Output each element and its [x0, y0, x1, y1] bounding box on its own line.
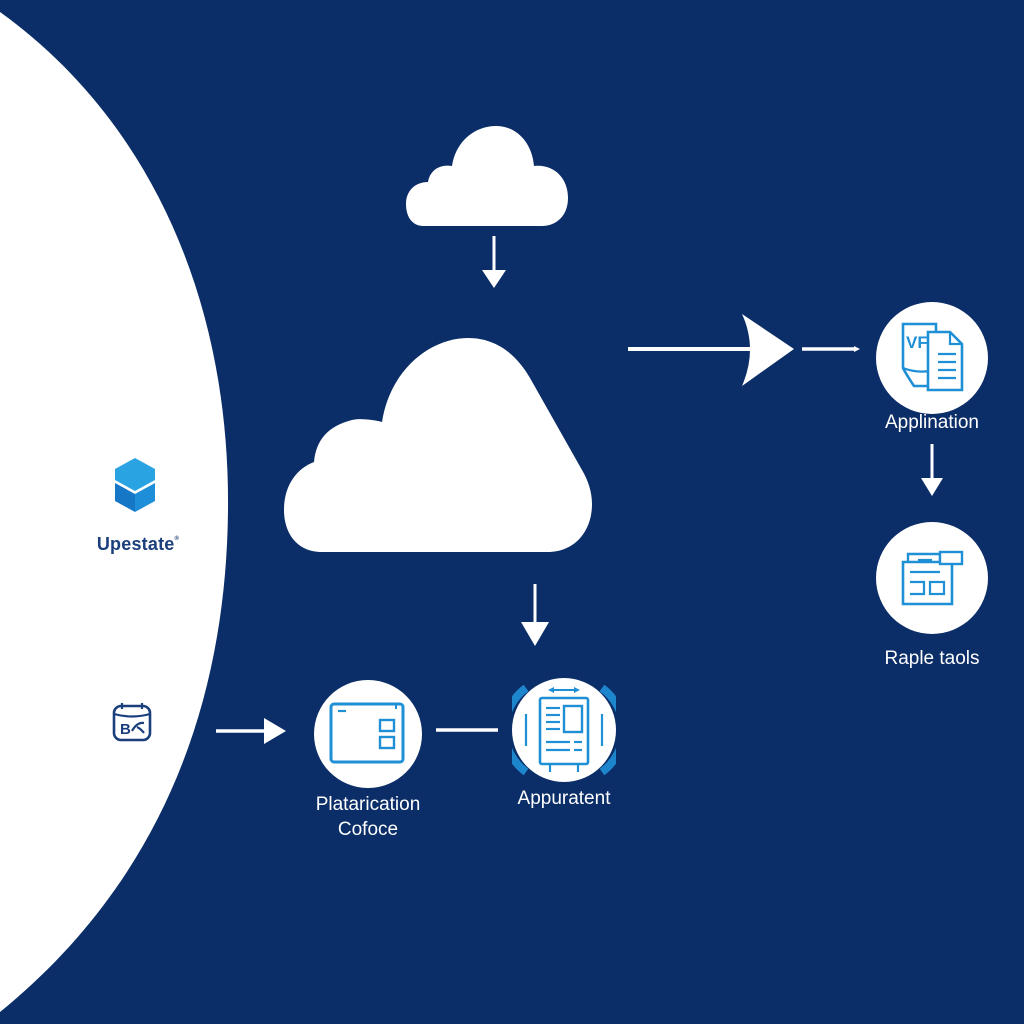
appuratent-label: Appuratent: [517, 788, 611, 809]
hexagon-cube-icon: [115, 458, 155, 512]
appuratent-node[interactable]: [512, 678, 616, 782]
arrow-right-dashed: [628, 314, 860, 386]
arrow-down-middle: [521, 584, 549, 646]
application-label: Applination: [884, 412, 980, 433]
arrow-right-bottom: [216, 718, 286, 744]
connector-line: [436, 728, 498, 732]
arrow-down-right: [921, 444, 943, 496]
white-arc-panel: [0, 12, 229, 1012]
database-chart-icon: B: [112, 703, 152, 742]
platform-label: Platarication Cofoce: [288, 792, 448, 842]
raple-tools-node[interactable]: [876, 522, 988, 634]
document-layout-icon: [512, 684, 616, 776]
cloud-source-icon[interactable]: [404, 122, 570, 230]
brand-name: Upestate®: [96, 534, 180, 554]
svg-text:VF: VF: [906, 333, 928, 352]
application-node[interactable]: VF: [876, 302, 988, 414]
platform-label-line2: Cofoce: [337, 819, 399, 840]
window-panel-icon: [329, 702, 405, 764]
document-vf-icon: VF: [901, 322, 964, 392]
cloud-main-icon[interactable]: [282, 334, 594, 556]
raple-tools-label: Raple taols: [884, 648, 980, 669]
platform-label-line1: Platarication: [315, 794, 421, 815]
browser-form-icon: [901, 550, 964, 606]
arrow-down-top: [482, 236, 506, 288]
platform-node[interactable]: [314, 680, 422, 788]
svg-text:B: B: [120, 721, 131, 738]
